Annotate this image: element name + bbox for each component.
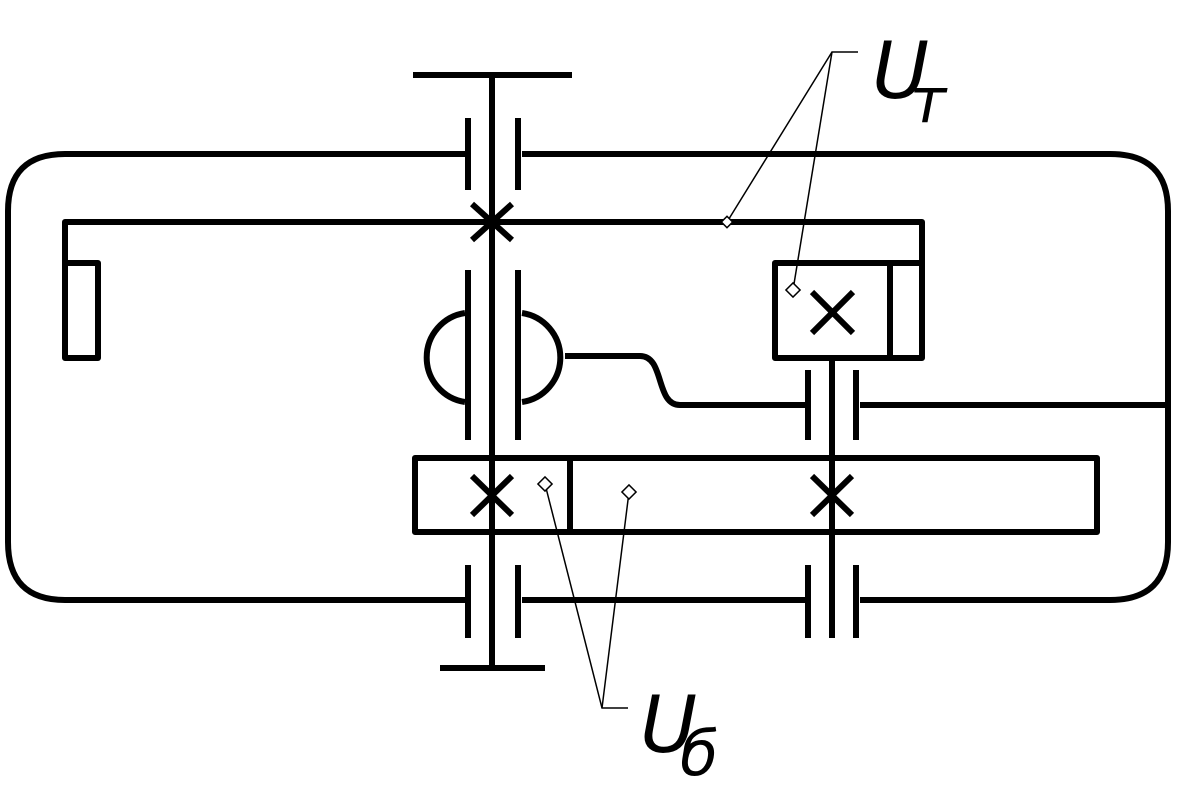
label-u-t-main: U bbox=[872, 27, 929, 117]
lower-gear-pair bbox=[412, 455, 1100, 535]
bearing-top-left bbox=[465, 118, 521, 190]
housing-outline bbox=[5, 151, 1171, 603]
input-shaft bbox=[413, 72, 572, 671]
label-u-t-sub: т bbox=[910, 64, 948, 137]
coupling bbox=[423, 310, 564, 405]
label-u-b-sub: б bbox=[680, 717, 718, 790]
label-u-b-main: U bbox=[640, 681, 697, 771]
gear-cross-b bbox=[469, 201, 515, 243]
bearing-bottom-left bbox=[465, 565, 521, 638]
leader-tihokhodnaya bbox=[720, 51, 858, 299]
left-end-block bbox=[62, 260, 101, 361]
bearing-middle-left bbox=[465, 270, 521, 440]
leader-bystrokhodnaya bbox=[536, 475, 638, 709]
connecting-shaft-line bbox=[565, 353, 805, 408]
upper-right-gear bbox=[772, 260, 925, 361]
